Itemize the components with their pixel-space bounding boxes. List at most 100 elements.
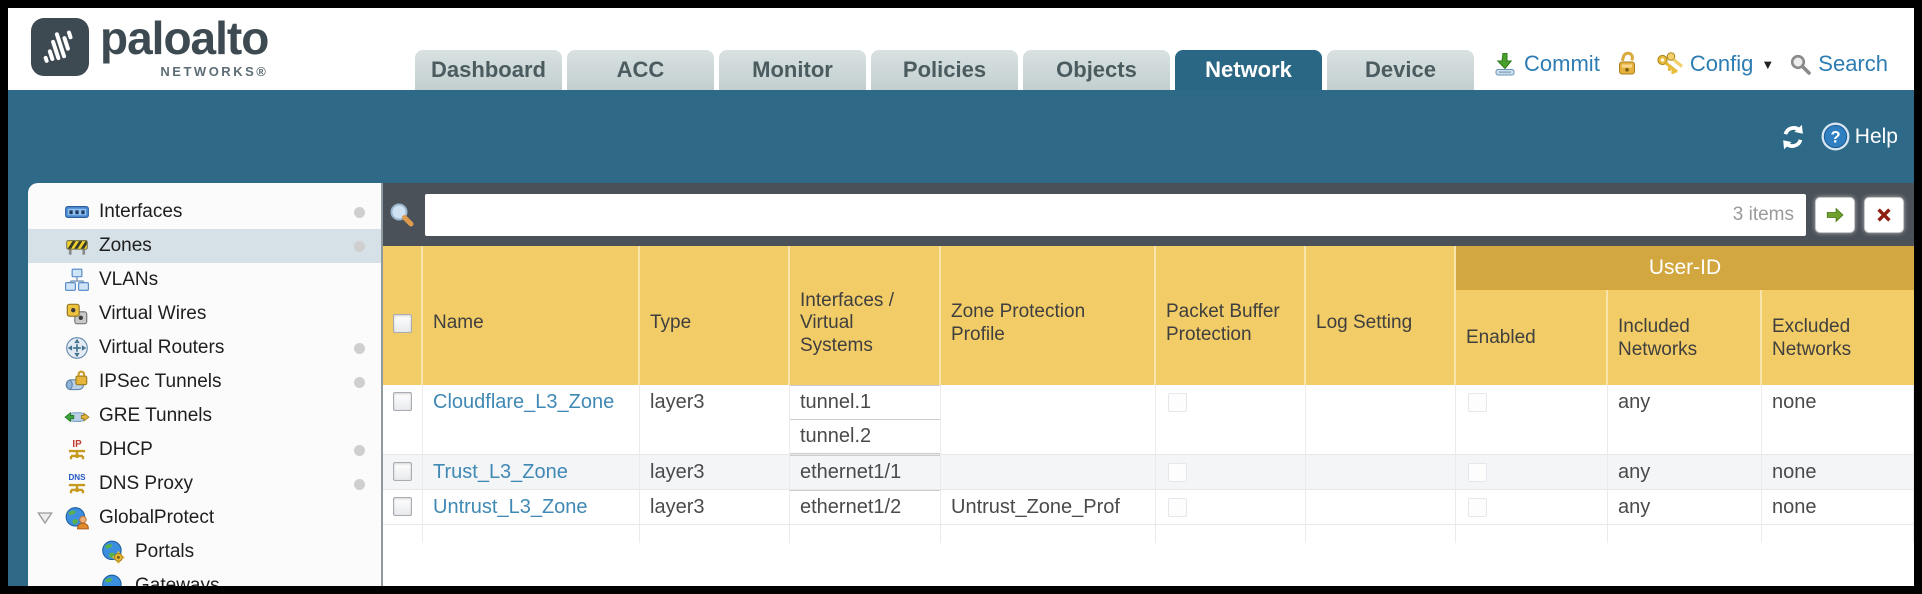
config-menu[interactable]: Config ▼	[1654, 50, 1774, 78]
sidebar-item-vlans[interactable]: VLANs	[28, 263, 381, 297]
status-dot	[354, 445, 365, 456]
user-id-enabled-checkbox[interactable]	[1468, 498, 1487, 517]
user-id-group-header: User-ID	[1456, 246, 1914, 290]
user-id-enabled-checkbox[interactable]	[1468, 463, 1487, 482]
sidebar-item-gateways[interactable]: Gateways	[28, 569, 381, 586]
virtual-wires-icon	[64, 301, 90, 327]
column-header-excluded-networks[interactable]: Excluded Networks	[1772, 316, 1852, 360]
brand-text: paloalto NETWORKS®	[100, 12, 269, 79]
tab-device[interactable]: Device	[1327, 50, 1474, 90]
status-dot	[354, 479, 365, 490]
packet-buffer-protection-checkbox[interactable]	[1168, 498, 1187, 517]
included-networks-cell: any	[1608, 455, 1762, 489]
sidebar-item-interfaces[interactable]: Interfaces	[28, 195, 381, 229]
filter-input[interactable]	[437, 193, 1733, 236]
column-header-interfaces-virtual-systems[interactable]: Interfaces / Virtual Systems	[790, 246, 941, 385]
excluded-networks-cell: none	[1762, 455, 1914, 489]
interfaces-cell: ethernet1/1	[790, 455, 941, 489]
log-setting-cell	[1306, 385, 1456, 454]
column-header-log-setting[interactable]: Log Setting	[1306, 246, 1456, 385]
interface-item: tunnel.2	[790, 419, 940, 454]
tab-acc[interactable]: ACC	[567, 50, 714, 90]
sidebar-item-label: DNS Proxy	[99, 473, 193, 494]
apply-filter-button[interactable]	[1815, 196, 1855, 233]
sidebar-item-label: Virtual Routers	[99, 337, 225, 358]
expander-icon[interactable]	[35, 508, 55, 528]
row-select-cell	[383, 490, 423, 524]
help-button[interactable]: ? Help	[1820, 121, 1898, 152]
ghost-cell	[423, 525, 640, 543]
zone-name-link[interactable]: Cloudflare_L3_Zone	[433, 391, 615, 413]
sidebar-item-label: Gateways	[135, 575, 220, 586]
tab-network[interactable]: Network	[1175, 50, 1322, 90]
sidebar-item-portals[interactable]: Portals	[28, 535, 381, 569]
search-icon	[1788, 52, 1812, 76]
tab-dashboard[interactable]: Dashboard	[415, 50, 562, 90]
sidebar-item-globalprotect[interactable]: GlobalProtect	[28, 501, 381, 535]
sidebar-item-gre-tunnels[interactable]: GRE Tunnels	[28, 399, 381, 433]
refresh-icon[interactable]	[1778, 122, 1808, 152]
column-header-enabled[interactable]: Enabled	[1456, 246, 1608, 385]
zone-protection-profile-cell: Untrust_Zone_Prof	[941, 490, 1156, 524]
brand-name: paloalto	[100, 12, 269, 64]
help-icon: ?	[1820, 121, 1851, 152]
filter-bar: 3 items	[383, 183, 1914, 246]
commit-button[interactable]: Commit	[1492, 51, 1600, 77]
user-id-enabled-cell	[1456, 490, 1608, 524]
clear-filter-button[interactable]	[1864, 196, 1904, 233]
sidebar-item-label: Interfaces	[99, 201, 183, 222]
column-header-zone-protection-profile[interactable]: Zone Protection Profile	[941, 246, 1156, 385]
user-id-enabled-checkbox[interactable]	[1468, 393, 1487, 412]
tab-policies[interactable]: Policies	[871, 50, 1018, 90]
sidebar-item-label: Portals	[135, 541, 195, 562]
tab-monitor[interactable]: Monitor	[719, 50, 866, 90]
sidebar-item-ipsec-tunnels[interactable]: IPSec Tunnels	[28, 365, 381, 399]
lock-icon[interactable]	[1614, 50, 1640, 78]
tab-objects[interactable]: Objects	[1023, 50, 1170, 90]
filter-search-icon	[388, 201, 416, 229]
paloalto-logo-icon	[30, 17, 90, 77]
packet-buffer-protection-checkbox[interactable]	[1168, 463, 1187, 482]
svg-text:?: ?	[1830, 127, 1840, 146]
packet-buffer-protection-cell	[1156, 455, 1306, 489]
zone-protection-profile-cell	[941, 385, 1156, 454]
interfaces-cell: ethernet1/2	[790, 490, 941, 524]
sub-header-band: ? Help	[8, 90, 1914, 183]
vlans-icon	[64, 267, 90, 293]
sidebar-item-label: VLANs	[99, 269, 159, 290]
type-cell: layer3	[640, 490, 790, 524]
dhcp-icon: IP	[64, 437, 90, 463]
row-checkbox[interactable]	[393, 392, 412, 411]
sidebar-item-virtual-wires[interactable]: Virtual Wires	[28, 297, 381, 331]
globalprotect-icon	[64, 505, 90, 531]
sidebar-item-label: GRE Tunnels	[99, 405, 212, 426]
select-all-checkbox[interactable]	[392, 314, 412, 333]
search-button[interactable]: Search	[1788, 51, 1888, 77]
select-all-header-cell	[383, 246, 423, 385]
column-header-type[interactable]: Type	[640, 246, 790, 385]
name-cell: Untrust_L3_Zone	[423, 490, 640, 524]
zones-icon	[64, 233, 90, 259]
row-checkbox[interactable]	[393, 462, 412, 481]
sidebar-item-zones[interactable]: Zones	[28, 229, 381, 263]
log-setting-cell	[1306, 455, 1456, 489]
column-header-packet-buffer-protection[interactable]: Packet Buffer Protection	[1156, 246, 1306, 385]
ghost-cell	[1306, 525, 1456, 543]
row-checkbox[interactable]	[393, 497, 412, 516]
zone-name-link[interactable]: Trust_L3_Zone	[433, 461, 568, 483]
zone-name-link[interactable]: Untrust_L3_Zone	[433, 496, 588, 518]
caret-down-icon: ▼	[1761, 56, 1775, 72]
sidebar-item-virtual-routers[interactable]: Virtual Routers	[28, 331, 381, 365]
column-header-included-networks[interactable]: Included Networks	[1608, 246, 1762, 385]
search-label: Search	[1818, 51, 1888, 76]
log-setting-cell	[1306, 490, 1456, 524]
packet-buffer-protection-checkbox[interactable]	[1168, 393, 1187, 412]
column-header-name[interactable]: Name	[423, 246, 640, 385]
